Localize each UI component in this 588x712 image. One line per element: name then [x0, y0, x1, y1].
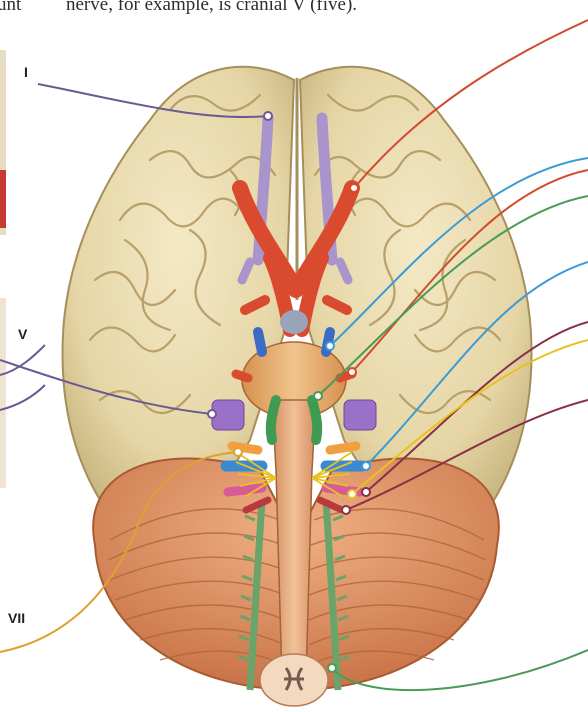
- trigeminal-right: [344, 400, 376, 430]
- label-cranial-I: I: [24, 64, 28, 80]
- pituitary-stalk: [280, 310, 308, 334]
- label-cranial-V: V: [18, 326, 27, 342]
- leader-trigeminal-c: [0, 385, 45, 410]
- leader-trigeminal-b: [0, 345, 45, 375]
- label-cranial-VII: VII: [8, 610, 25, 626]
